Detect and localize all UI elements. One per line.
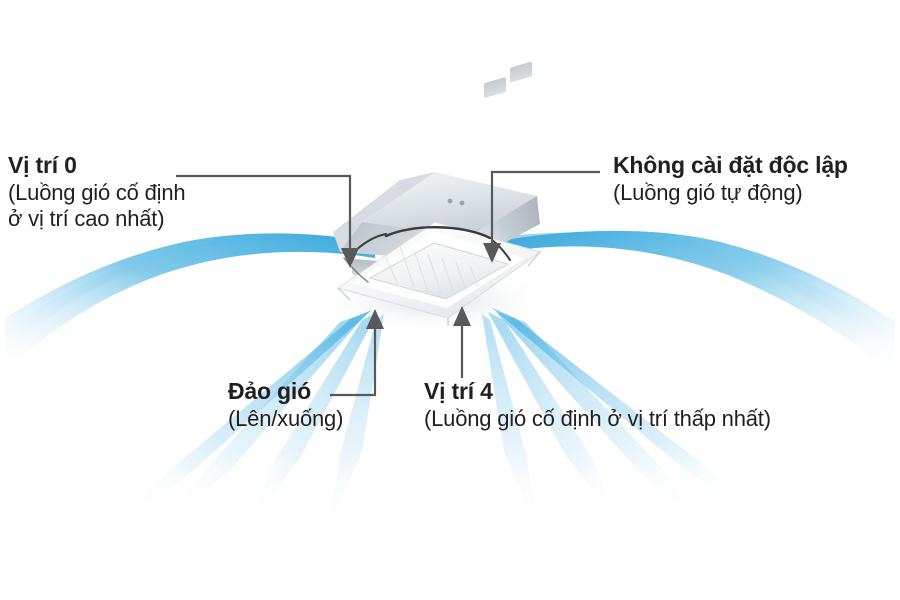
airflow-streams: [5, 230, 895, 560]
callout-position-4-sub-line1: (Luồng gió cố định ở vị trí thấp nhất): [424, 405, 771, 431]
leader-lines: [176, 170, 600, 397]
unit-discharge-slot-top: [384, 226, 492, 240]
callout-position-4-title: Vị trí 4: [424, 378, 493, 404]
callout-auto-swing-sub-line1: (Luồng gió tự động): [613, 179, 803, 205]
callout-swing: Đảo gió (Lên/xuống): [228, 378, 343, 432]
callout-position-0: Vị trí 0 (Luồng gió cố định ở vị trí cao…: [8, 152, 186, 232]
unit-louvers-right: [484, 61, 532, 98]
leader-auto: [490, 170, 600, 247]
airflow-lower-left-ray4: [328, 314, 384, 530]
unit-discharge-slot-lower-left: [343, 257, 369, 283]
unit-grille: [368, 242, 510, 300]
airflow-lower-left-ray3: [245, 312, 378, 530]
unit-discharge-slot-right: [491, 239, 511, 261]
callout-position-4: Vị trí 4 (Luồng gió cố định ở vị trí thấ…: [424, 378, 771, 432]
callout-swing-title: Đảo gió: [228, 378, 311, 404]
arrowhead-swing: [366, 309, 384, 329]
airflow-lower-right-ray3: [488, 312, 622, 528]
leader-arrowheads: [341, 243, 501, 329]
callout-position-0-sub-line2: ở vị trí cao nhất): [8, 205, 165, 231]
airflow-upper-left: [5, 233, 375, 372]
airflow-lower-center-wash: [370, 310, 500, 560]
airflow-upper-left-soft: [5, 235, 372, 352]
arrowhead-auto: [483, 243, 501, 263]
unit-back-left-face: [333, 172, 435, 252]
unit-corner-flaps: [337, 251, 541, 326]
airflow-lower-left-ray2: [165, 312, 368, 525]
callout-auto-swing-title: Không cài đặt độc lập: [613, 152, 848, 178]
arrowhead-position0: [341, 248, 359, 268]
callout-swing-sub-line1: (Lên/xuống): [228, 405, 344, 431]
leader-position0: [176, 174, 352, 252]
callout-position-0-sub-line1: (Luồng gió cố định: [8, 179, 186, 205]
unit-screw-2: [459, 200, 465, 206]
callout-position-0-title: Vị trí 0: [8, 152, 77, 178]
airflow-lower-right-ray2: [496, 312, 700, 522]
airflow-lower-right-ray4: [482, 314, 538, 528]
callout-auto-swing: Không cài đặt độc lập (Luồng gió tự động…: [613, 152, 848, 206]
leader-swing: [330, 325, 377, 397]
airflow-upper-right-soft: [508, 232, 895, 356]
unit-top-face: [362, 172, 537, 236]
unit-screw-1: [447, 198, 453, 204]
arrowhead-position4: [453, 306, 471, 326]
unit-grille-lines: [385, 245, 479, 296]
